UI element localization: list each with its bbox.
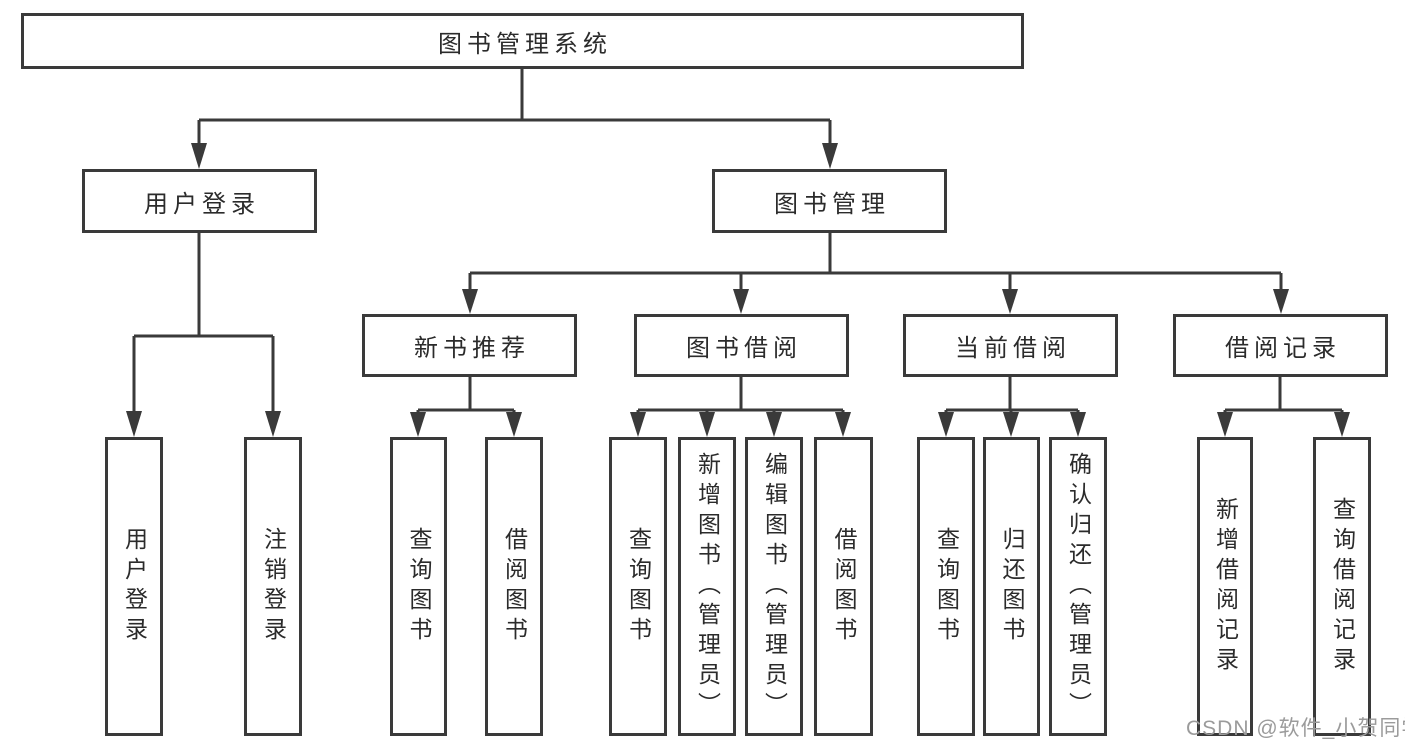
leaf-confirm-return-admin: 确认归还（管理员）: [1049, 437, 1107, 736]
node-borrow-records-label: 借阅记录: [1225, 335, 1341, 362]
leaf-borrow-book-recommend-label: 借阅图书: [501, 526, 528, 647]
leaf-query-borrow-record-label: 查询借阅记录: [1329, 496, 1356, 677]
csdn-watermark: CSDN @软件_小贺同学: [1186, 717, 1405, 740]
leaf-query-book-recommend-label: 查询图书: [406, 526, 432, 647]
node-root-label: 图书管理系统: [438, 30, 612, 58]
leaf-query-borrow-record: 查询借阅记录: [1313, 437, 1371, 736]
leaf-return-book: 归还图书: [983, 437, 1040, 736]
leaf-edit-book-admin-label: 编辑图书（管理员）: [761, 451, 788, 722]
leaf-borrow-book-label: 借阅图书: [831, 526, 857, 647]
leaf-return-book-label: 归还图书: [999, 526, 1025, 647]
leaf-query-book-recommend: 查询图书: [390, 437, 447, 736]
leaf-add-book-admin: 新增图书（管理员）: [678, 437, 736, 736]
leaf-add-borrow-record-label: 新增借阅记录: [1212, 496, 1239, 677]
leaf-borrow-book: 借阅图书: [814, 437, 873, 736]
node-root-system: 图书管理系统: [21, 13, 1024, 69]
leaf-query-book-borrow: 查询图书: [609, 437, 667, 736]
leaf-user-login-label: 用户登录: [121, 526, 148, 647]
node-user-login-label: 用户登录: [144, 190, 260, 218]
leaf-user-login: 用户登录: [105, 437, 163, 736]
leaf-borrow-book-recommend: 借阅图书: [485, 437, 543, 736]
node-new-book-recommend-label: 新书推荐: [414, 335, 530, 362]
leaf-query-book-borrow-label: 查询图书: [625, 526, 652, 647]
node-current-borrow-label: 当前借阅: [955, 335, 1071, 362]
leaf-add-book-admin-label: 新增图书（管理员）: [694, 451, 721, 722]
node-book-management-label: 图书管理: [774, 190, 890, 218]
node-book-borrow-label: 图书借阅: [686, 335, 802, 362]
node-book-management: 图书管理: [712, 169, 947, 233]
leaf-logout: 注销登录: [244, 437, 302, 736]
leaf-edit-book-admin: 编辑图书（管理员）: [745, 437, 803, 736]
node-new-book-recommend: 新书推荐: [362, 314, 577, 377]
leaf-confirm-return-admin-label: 确认归还（管理员）: [1065, 451, 1092, 722]
leaf-query-book-current: 查询图书: [917, 437, 975, 736]
leaf-logout-label: 注销登录: [260, 526, 287, 647]
node-borrow-records: 借阅记录: [1173, 314, 1388, 377]
leaf-query-book-current-label: 查询图书: [933, 526, 960, 647]
node-current-borrow: 当前借阅: [903, 314, 1118, 377]
node-user-login: 用户登录: [82, 169, 317, 233]
node-book-borrow: 图书借阅: [634, 314, 849, 377]
leaf-add-borrow-record: 新增借阅记录: [1197, 437, 1253, 736]
